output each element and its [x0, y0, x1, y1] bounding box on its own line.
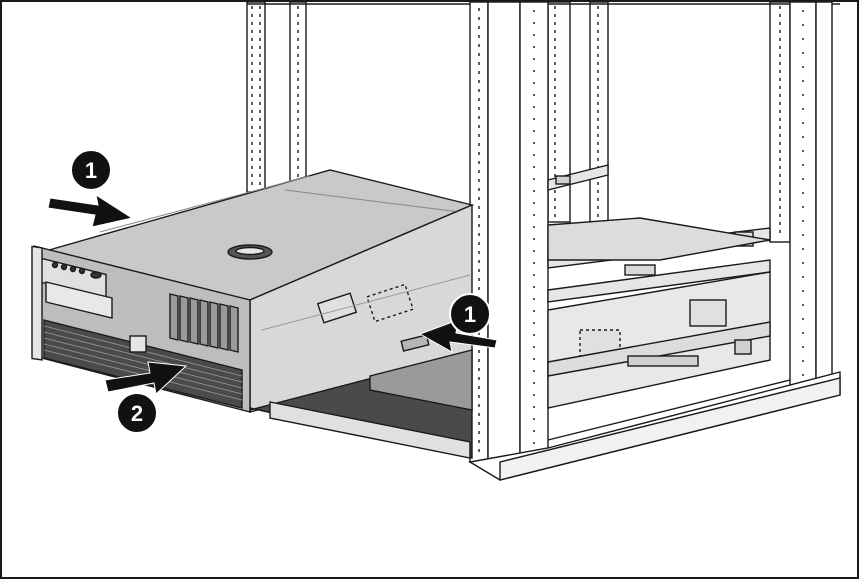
cover-latch-handle [227, 244, 273, 260]
callout-2: 2 [116, 392, 158, 434]
rack-ear-left [31, 245, 43, 361]
media-bay [45, 281, 113, 319]
callout-1-side: 1 [449, 293, 491, 335]
callout-1-side-label: 1 [464, 302, 476, 327]
arrow-push-top [47, 193, 134, 228]
rack-front-post-left [469, 1, 549, 463]
rack-front-post-right [789, 1, 833, 388]
callout-2-label: 2 [131, 401, 143, 426]
arrow-slide-in [104, 361, 188, 395]
drive-bays [169, 293, 239, 353]
side-handle-left [316, 292, 358, 324]
rack-rear-post-right [547, 1, 791, 243]
arrow-side-release [418, 319, 498, 353]
side-release-slot [400, 334, 430, 352]
rack-base [468, 371, 841, 481]
installed-server-in-rack [547, 217, 771, 409]
lower-server-front [249, 349, 473, 459]
callout-1-top-label: 1 [85, 158, 97, 183]
slide-rail-upper [547, 164, 609, 191]
rack-rear-post-left [246, 1, 307, 193]
server-chassis [31, 169, 475, 413]
front-pull-handle [129, 335, 147, 353]
front-status-leds [51, 261, 102, 279]
rack [246, 1, 841, 481]
callout-1-top: 1 [70, 149, 112, 191]
